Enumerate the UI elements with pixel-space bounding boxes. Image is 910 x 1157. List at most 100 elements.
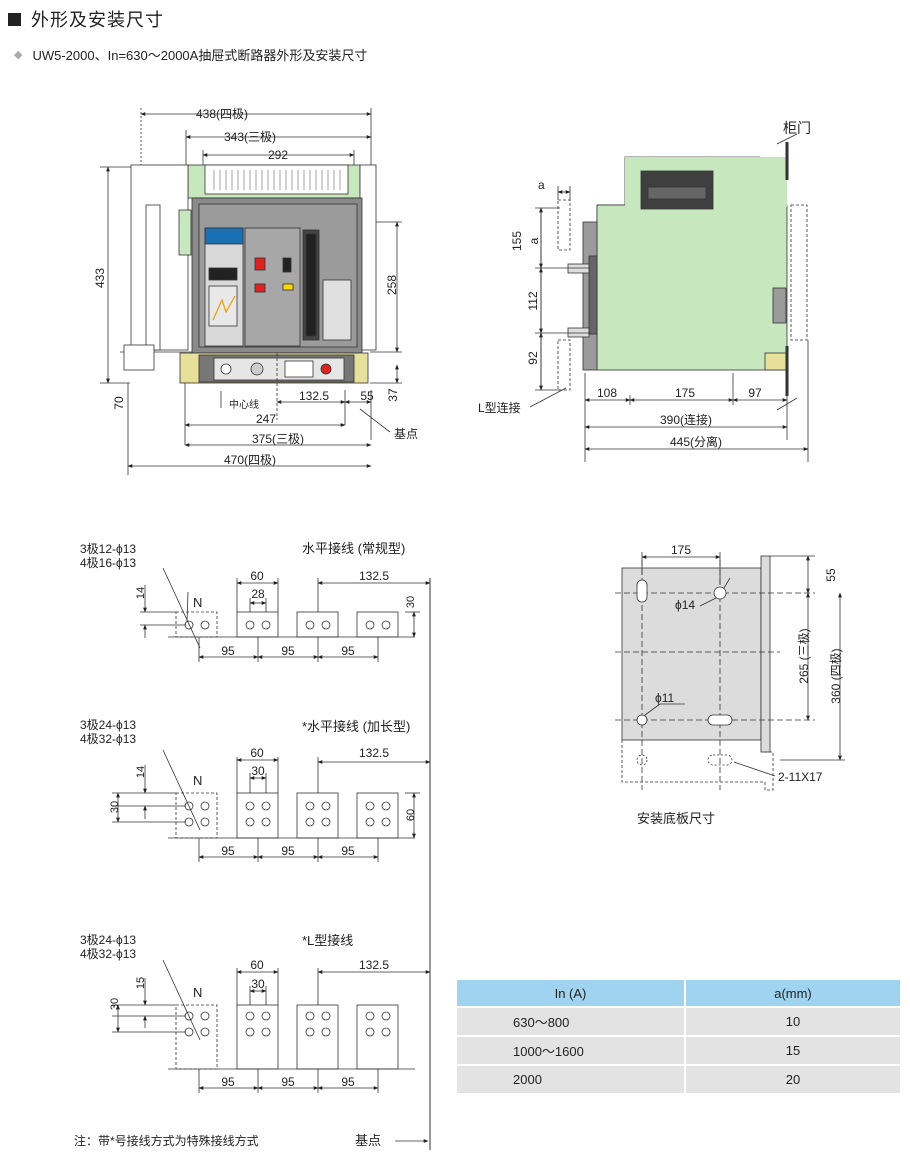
wiring-horizontal-extended: *水平接线 (加长型) 3极24-ϕ13 4极32-ϕ13 N 60 30 13… xyxy=(80,718,431,862)
dim-258: 258 xyxy=(385,275,399,295)
dim-30: 30 xyxy=(251,764,265,778)
slot-label: 2-11X17 xyxy=(778,770,823,784)
table-cell: 10 xyxy=(686,1008,900,1035)
dim-v1: 15 xyxy=(135,977,147,989)
dim-112: 112 xyxy=(526,291,540,310)
dim-95-c: 95 xyxy=(341,644,355,658)
table-header-a: a(mm) xyxy=(686,980,900,1006)
base-point-label: 基点 xyxy=(394,427,418,441)
table-cell: 630～800 xyxy=(457,1008,684,1035)
dim-v1: 14 xyxy=(135,766,147,778)
lcd-display: 680 xyxy=(213,270,230,281)
dim-95-c: 95 xyxy=(341,844,355,858)
dim-132-5: 132.5 xyxy=(359,569,389,583)
dim-v3: 60 xyxy=(405,809,417,821)
wiring-title: *L型接线 xyxy=(302,933,353,948)
dim-247: 247 xyxy=(256,412,276,426)
square-bullet-icon xyxy=(8,12,21,26)
table-row: 630～800 10 xyxy=(457,1008,900,1035)
dim-95-c: 95 xyxy=(341,1075,355,1089)
table-cell: 20 xyxy=(686,1066,900,1093)
dim-97: 97 xyxy=(748,386,762,400)
table-header-in: In (A) xyxy=(457,980,684,1006)
hole-spec-3pole: 3极24-ϕ13 xyxy=(80,718,136,732)
neutral-label: N xyxy=(193,773,202,788)
wiring-horizontal-standard: 水平接线 (常规型) 3极12-ϕ13 4极16-ϕ13 N 60 28 132… xyxy=(80,541,431,662)
table-cell: 15 xyxy=(686,1037,900,1064)
dim-108: 108 xyxy=(597,386,617,400)
hole-spec-4pole: 4极32-ϕ13 xyxy=(80,947,136,961)
dim-445: 445(分离) xyxy=(670,434,722,449)
dim-292: 292 xyxy=(268,148,288,162)
hole-spec-3pole: 3极12-ϕ13 xyxy=(80,542,136,556)
table-cell: 2000 xyxy=(457,1066,684,1093)
dim-155: 155 xyxy=(510,231,524,251)
dim-v2: 30 xyxy=(109,998,121,1010)
cabinet-door-label: 柜门 xyxy=(783,120,811,136)
table-row: 1000～1600 15 xyxy=(457,1037,900,1064)
subtitle-row: ◆ UW5-2000、In=630～2000A抽屉式断路器外形及安装尺寸 xyxy=(14,45,367,64)
dim-95-b: 95 xyxy=(281,844,295,858)
wiring-l-type: *L型接线 3极24-ϕ13 4极32-ϕ13 N 60 30 132.5 15… xyxy=(74,578,431,1150)
dim-60: 60 xyxy=(250,746,264,760)
wiring-title: 水平接线 (常规型) xyxy=(302,541,405,556)
dim-95-b: 95 xyxy=(281,644,295,658)
front-view: 680 438(四极) 343(三极) 29 xyxy=(93,107,418,475)
hole-spec-3pole: 3极24-ϕ13 xyxy=(80,933,136,947)
dim-132-5: 132.5 xyxy=(359,958,389,972)
dim-92: 92 xyxy=(526,351,540,365)
subtitle: UW5-2000、In=630～2000A抽屉式断路器外形及安装尺寸 xyxy=(32,48,368,63)
dim-175: 175 xyxy=(671,543,691,557)
dim-55: 55 xyxy=(824,568,838,582)
table-row: 2000 20 xyxy=(457,1066,900,1093)
dim-433: 433 xyxy=(93,268,107,288)
dim-95-a: 95 xyxy=(221,1075,235,1089)
section-title: 外形及安装尺寸 xyxy=(31,10,164,30)
dim-60: 60 xyxy=(250,958,264,972)
dim-v2: 30 xyxy=(405,596,417,608)
dim-37: 37 xyxy=(386,388,400,402)
neutral-label: N xyxy=(193,985,202,1000)
dim-390: 390(连接) xyxy=(660,412,712,427)
dim-95-a: 95 xyxy=(221,844,235,858)
section-header: 外形及安装尺寸 xyxy=(8,6,164,32)
dim-a-top: a xyxy=(538,178,545,192)
dim-v1: 14 xyxy=(135,587,147,599)
mounting-plate: 175 55 ϕ14 ϕ11 265 (三极) 360 (四极) 2-11X17… xyxy=(615,543,845,826)
dim-265: 265 (三极) xyxy=(797,628,811,683)
dim-28: 28 xyxy=(251,587,265,601)
dim-60: 60 xyxy=(250,569,264,583)
dim-70: 70 xyxy=(112,396,126,410)
hole-spec-4pole: 4极32-ϕ13 xyxy=(80,732,136,746)
dim-95-b: 95 xyxy=(281,1075,295,1089)
wiring-title: *水平接线 (加长型) xyxy=(302,719,410,734)
phi14-label: ϕ14 xyxy=(675,598,695,612)
dim-360: 360 (四极) xyxy=(829,648,843,703)
hole-spec-4pole: 4极16-ϕ13 xyxy=(80,556,136,570)
dim-175: 175 xyxy=(675,386,695,400)
dim-132-5: 132.5 xyxy=(299,389,329,403)
center-line-label: 中心线 xyxy=(229,398,259,411)
dim-343: 343(三极) xyxy=(224,130,276,144)
footnote: 注：带*号接线方式为特殊接线方式 xyxy=(74,1133,259,1148)
table-cell: 1000～1600 xyxy=(457,1037,684,1064)
dim-v2: 30 xyxy=(109,801,121,813)
table-header-row: In (A) a(mm) xyxy=(457,980,900,1006)
dim-a-side: a xyxy=(527,237,541,244)
dim-438: 438(四极) xyxy=(196,107,248,121)
side-view: 柜门 a 155 a 112 92 108 175 97 390(连接) 445… xyxy=(478,120,811,462)
dim-95-a: 95 xyxy=(221,644,235,658)
plate-caption: 安装底板尺寸 xyxy=(637,811,715,826)
dim-30: 30 xyxy=(251,977,265,991)
base-point-label: 基点 xyxy=(355,1133,381,1148)
dim-132-5: 132.5 xyxy=(359,746,389,760)
neutral-label: N xyxy=(193,595,202,610)
dim-375: 375(三极) xyxy=(252,432,304,446)
dim-470: 470(四极) xyxy=(224,453,276,467)
diamond-bullet-icon: ◆ xyxy=(14,49,23,61)
phi11-label: ϕ11 xyxy=(655,691,675,705)
l-connection-label: L型连接 xyxy=(478,400,521,415)
current-a-table: In (A) a(mm) 630～800 10 1000～1600 15 200… xyxy=(455,978,902,1095)
dim-55: 55 xyxy=(360,389,374,403)
